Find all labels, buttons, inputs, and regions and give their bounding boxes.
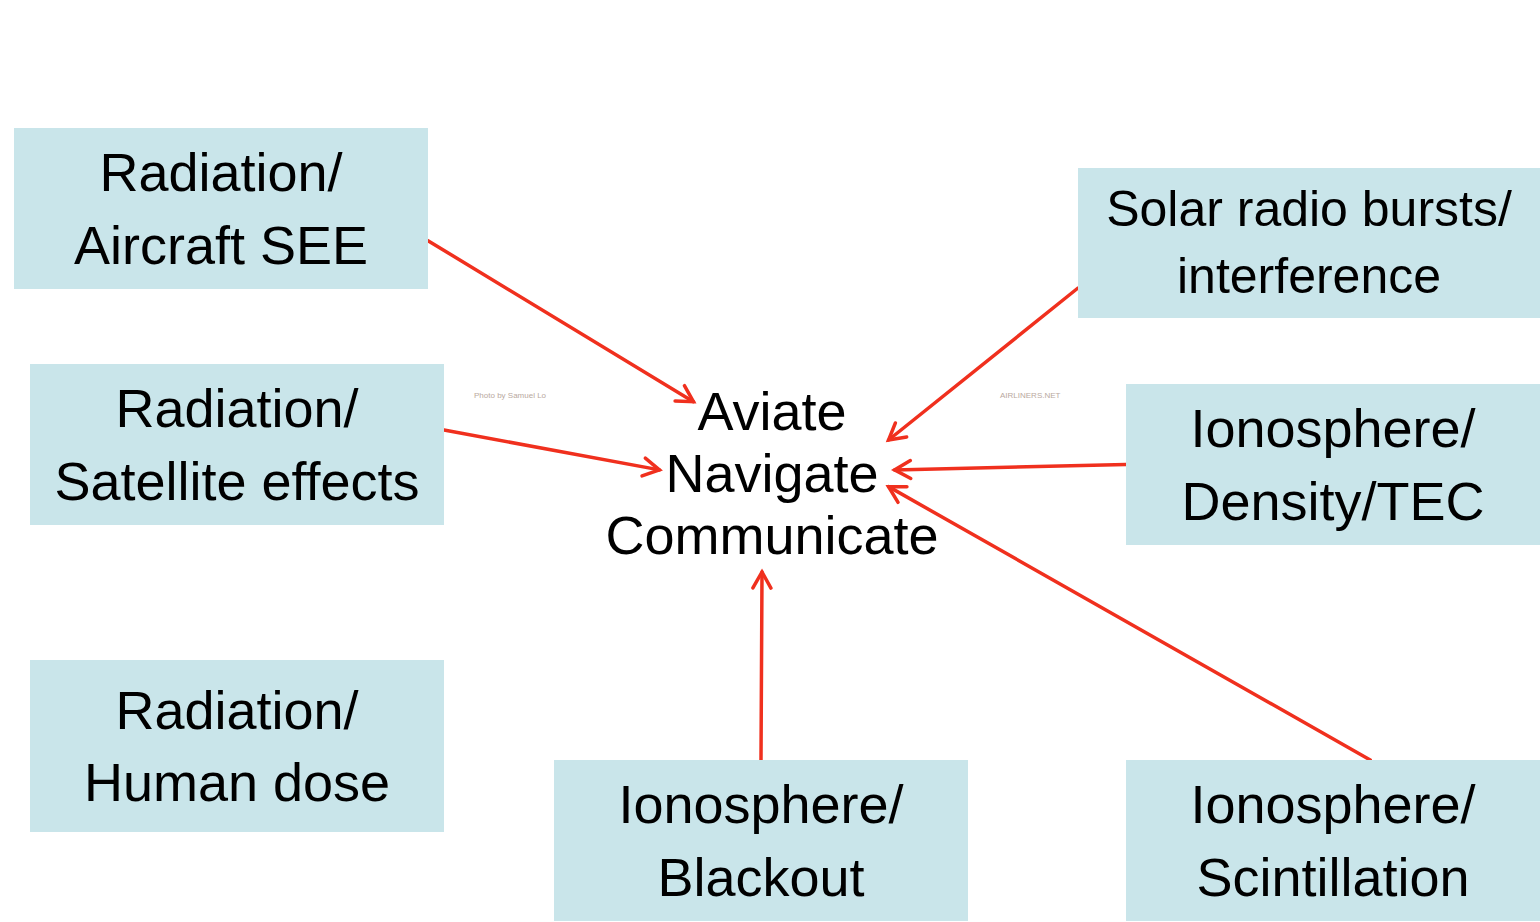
landing-light: [770, 244, 775, 249]
triangle-shape: [471, 130, 1073, 615]
box-label: Solar radio bursts/ interference: [1088, 176, 1530, 310]
arrow-connector: [428, 241, 693, 402]
arrow-line: [428, 241, 693, 402]
frame-line: [11, 8, 13, 922]
arrow-connector: [444, 430, 659, 476]
arrow-line: [761, 572, 762, 760]
topic-box: Ionosphere/ Scintillation: [1126, 760, 1540, 921]
text-row: Communicate: [470, 504, 1074, 566]
sun: [702, 107, 878, 283]
arrow-head: [753, 572, 771, 588]
box-label: Radiation/ Satellite effects: [40, 372, 434, 517]
topic-box: Solar radio bursts/ interference: [1078, 168, 1540, 318]
box-label: Ionosphere/ Scintillation: [1136, 768, 1530, 913]
airplane-silhouette: [604, 182, 936, 269]
arrow-head: [895, 461, 911, 479]
arrow-line: [444, 430, 659, 470]
arrow-head: [889, 487, 907, 503]
sun-glow: [660, 65, 920, 325]
arrow-head: [889, 423, 907, 440]
arrow-head: [675, 386, 693, 402]
arrow-connector: [895, 461, 1126, 479]
box-label: Radiation/ Human dose: [40, 674, 434, 819]
frame-line: [0, 7, 1540, 9]
arrow-line: [889, 288, 1078, 440]
topic-box: Radiation/ Aircraft SEE: [14, 128, 428, 289]
triangle-text-column: AviateNavigateCommunicate: [470, 380, 1074, 566]
arrow-line: [895, 465, 1126, 470]
goal-word: Navigate: [665, 442, 878, 504]
box-label: Ionosphere/ Density/TEC: [1136, 392, 1530, 537]
text-row: Navigate: [470, 442, 1074, 504]
watermark-text: Photo by Samuel Lo: [474, 391, 546, 400]
box-label: Radiation/ Aircraft SEE: [24, 136, 418, 281]
box-label: Ionosphere/ Blackout: [564, 768, 958, 913]
arrow-head: [642, 458, 659, 476]
topic-box: Ionosphere/ Density/TEC: [1126, 384, 1540, 545]
arrow-connector: [753, 572, 771, 760]
goal-word: Aviate: [697, 380, 846, 442]
topic-box: Ionosphere/ Blackout: [554, 760, 968, 921]
photo-sky: [470, 13, 1058, 392]
watermark-text: AIRLINERS.NET: [1000, 391, 1060, 400]
watermark-holder: AIRLINERS.NET: [1000, 384, 1060, 402]
goal-word: Communicate: [605, 504, 938, 566]
haze: [700, 252, 880, 285]
topic-box: Radiation/ Satellite effects: [30, 364, 444, 525]
arrow-connector: [889, 288, 1078, 440]
watermark-holder: Photo by Samuel Lo: [474, 384, 546, 402]
text-row: Aviate: [470, 380, 1074, 442]
triangle-node: AviateNavigateCommunicate: [470, 128, 1074, 618]
landing-light: [748, 244, 753, 249]
topic-box: Radiation/ Human dose: [30, 660, 444, 832]
